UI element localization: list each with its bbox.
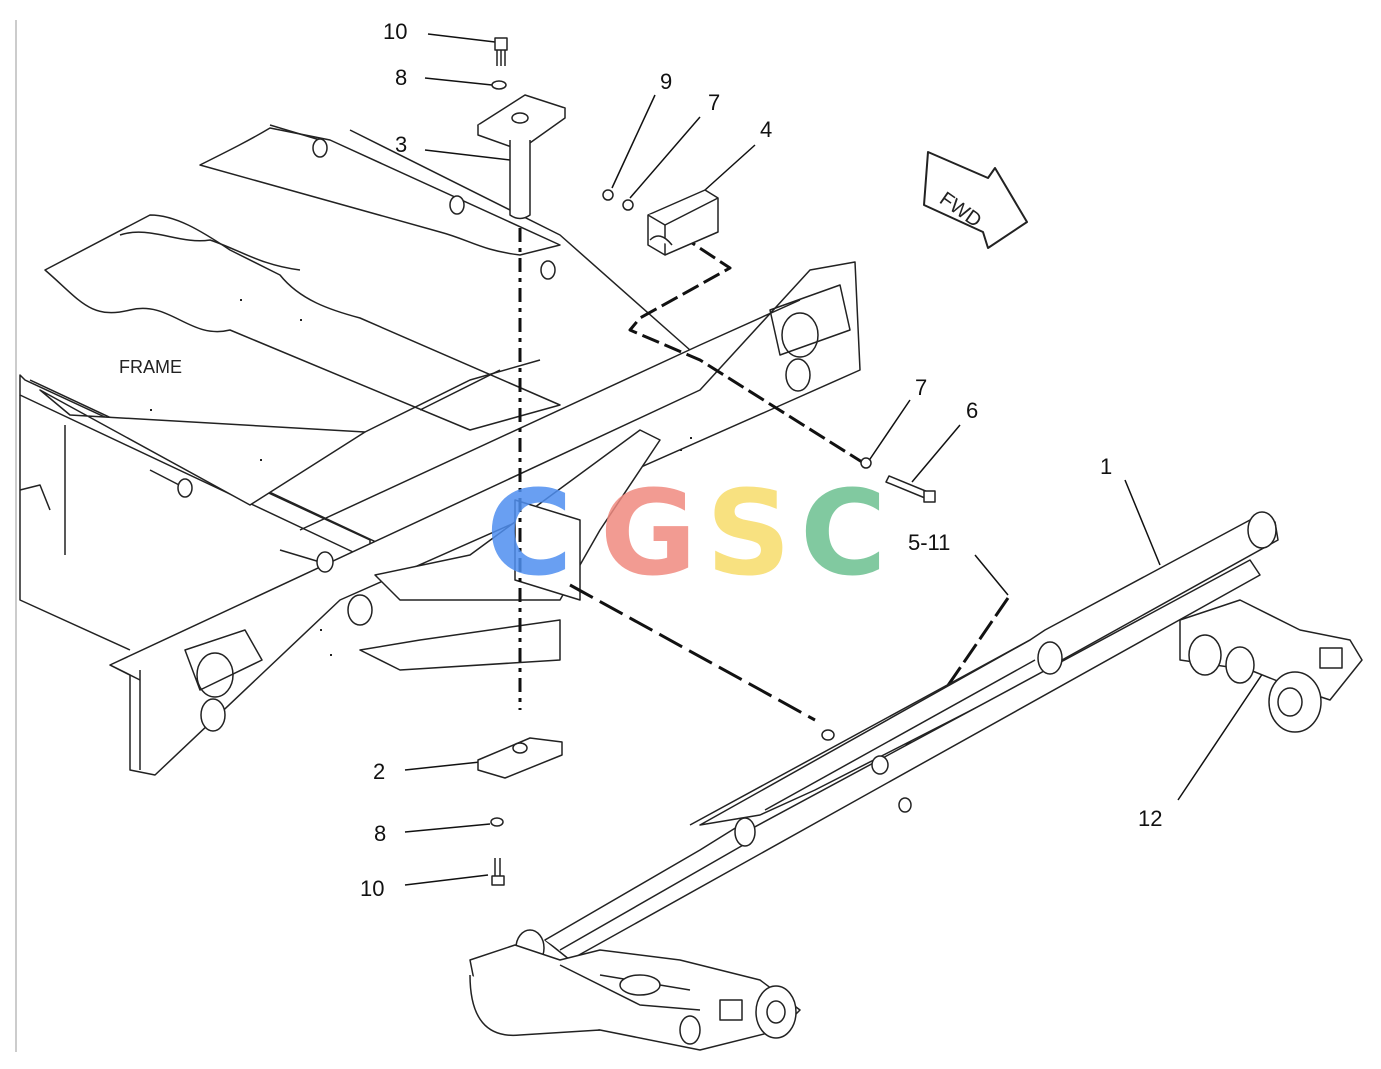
part-8-washer-bottom [490, 817, 504, 827]
callout-8-bottom: 8 [374, 821, 387, 846]
watermark-letter-3: S [706, 464, 791, 602]
part-4-cap [647, 189, 719, 256]
callout-8-top: 8 [395, 65, 408, 90]
frame-assembly [19, 124, 861, 776]
callout-9: 9 [660, 69, 673, 94]
callout-2: 2 [373, 759, 386, 784]
part-2-plate [477, 737, 563, 779]
part-6-bolt [885, 475, 936, 503]
frame-label: FRAME [119, 357, 182, 377]
callout-6: 6 [966, 398, 979, 423]
part-7-washer [622, 199, 634, 211]
callout-7-top: 7 [708, 90, 721, 115]
callout-3: 3 [395, 132, 408, 157]
callout-7-lower: 7 [915, 375, 928, 400]
watermark-letter-2: G [600, 464, 697, 602]
callout-1: 1 [1100, 454, 1113, 479]
part-3-pin [477, 94, 566, 220]
watermark-letter-1: C [486, 464, 573, 602]
watermark-letter-4: C [800, 464, 887, 602]
part-9-nut [602, 189, 614, 201]
leader-lines [404, 33, 1266, 886]
callout-10-bottom: 10 [360, 876, 385, 901]
callout-10-top: 10 [383, 19, 408, 44]
part-10-bolt-bottom [491, 858, 505, 886]
fwd-arrow [923, 151, 1028, 249]
callout-4: 4 [760, 117, 773, 142]
part-1-roller-frame [469, 511, 1363, 1051]
part-7-washer-lower [860, 457, 872, 469]
callout-5-11: 5-11 [908, 530, 951, 555]
part-10-bolt-top [494, 37, 508, 66]
part-8-washer-top [491, 80, 507, 90]
callout-12: 12 [1138, 806, 1163, 831]
